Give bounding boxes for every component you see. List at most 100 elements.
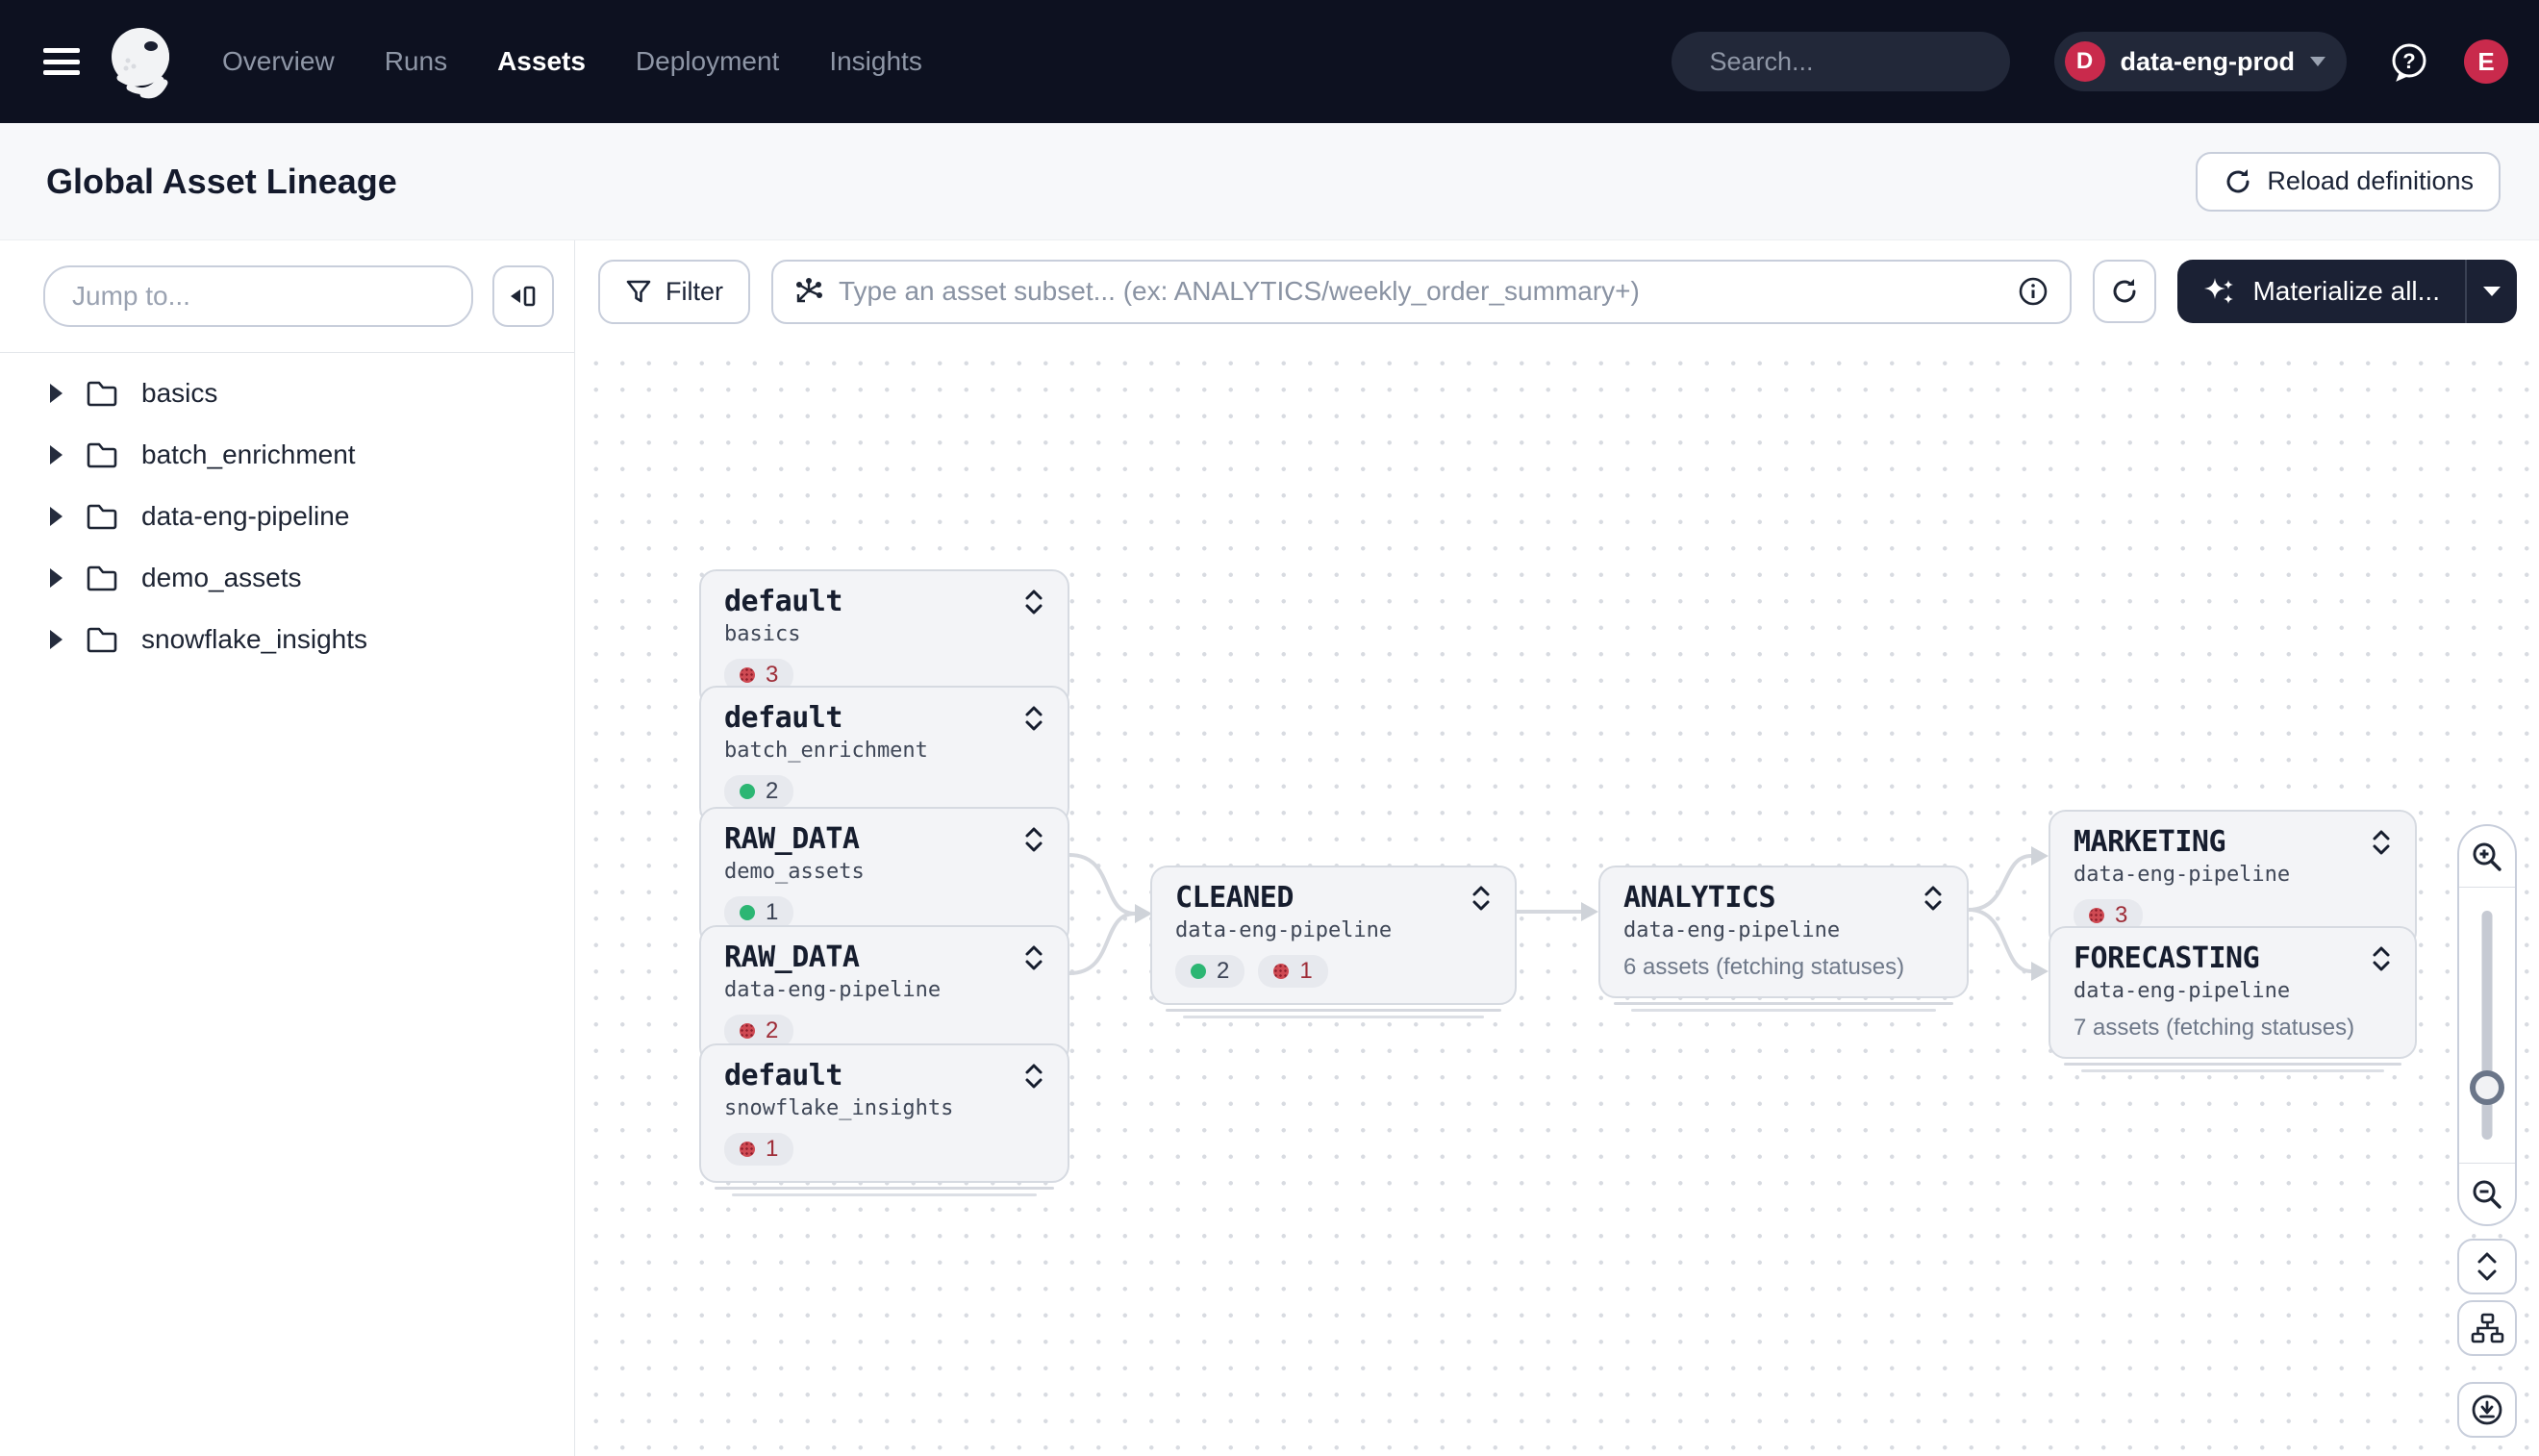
asset-group-node-cleaned[interactable]: CLEANED data-eng-pipeline 2 1 (1150, 866, 1517, 1018)
tree-item-demo_assets[interactable]: demo_assets (0, 547, 574, 609)
status-dot-materialized (740, 905, 755, 920)
asset-group-node-marketing[interactable]: MARKETING data-eng-pipeline 3 (2049, 810, 2417, 963)
unfold-icon[interactable] (2371, 944, 2392, 973)
zoom-in-button[interactable] (2459, 826, 2515, 888)
caret-right-icon[interactable] (50, 384, 63, 403)
badge-count: 3 (2115, 902, 2128, 928)
filter-icon (626, 280, 651, 303)
tree-item-snowflake_insights[interactable]: snowflake_insights (0, 609, 574, 670)
node-subtitle: data-eng-pipeline (2074, 863, 2291, 887)
unfold-icon[interactable] (1023, 825, 1044, 854)
nav-link-deployment[interactable]: Deployment (635, 46, 780, 76)
stack-line (2081, 1069, 2384, 1072)
zoom-slider-track[interactable] (2481, 911, 2493, 1140)
unfold-icon[interactable] (1023, 588, 1044, 616)
jump-to-input[interactable] (43, 265, 473, 327)
refresh-graph-button[interactable] (2093, 260, 2157, 323)
node-title: default (724, 585, 842, 618)
status-badge-row: 2 (724, 1015, 1044, 1047)
caret-right-icon[interactable] (50, 568, 63, 588)
node-subtitle: data-eng-pipeline (1175, 918, 1393, 942)
node-title: FORECASTING (2074, 941, 2260, 975)
info-icon[interactable] (2018, 276, 2049, 307)
user-avatar[interactable]: E (2464, 39, 2508, 84)
badge-count: 3 (766, 662, 779, 688)
search-input[interactable] (1709, 46, 2050, 77)
asset-subset-input[interactable] (839, 276, 2003, 307)
nav-link-overview[interactable]: Overview (222, 46, 335, 76)
edge-arrowhead (1135, 904, 1152, 923)
hamburger-menu-icon[interactable] (43, 48, 80, 75)
edge-path (1968, 908, 2032, 973)
zoom-out-button[interactable] (2459, 1163, 2515, 1224)
deployment-name: data-eng-prod (2120, 46, 2296, 76)
page-title: Global Asset Lineage (46, 161, 397, 201)
asset-subset-field (771, 259, 2073, 324)
nav-link-runs[interactable]: Runs (384, 46, 448, 76)
node-subtitle: demo_assets (724, 860, 865, 884)
edge-arrowhead (1581, 902, 1598, 921)
node-title: CLEANED (1175, 881, 1294, 915)
tree-item-basics[interactable]: basics (0, 363, 574, 424)
edge-arrowhead (2031, 846, 2049, 866)
nav-link-insights[interactable]: Insights (829, 46, 922, 76)
tree-item-data-eng-pipeline[interactable]: data-eng-pipeline (0, 486, 574, 547)
status-badge-failed: 1 (724, 1133, 794, 1166)
caret-right-icon[interactable] (50, 507, 63, 526)
status-dot-materialized (1191, 964, 1206, 979)
global-search[interactable]: / (1671, 32, 2071, 91)
op-selector-icon (796, 278, 822, 303)
node-title: ANALYTICS (1623, 881, 1776, 915)
status-badge-materialized: 1 (724, 896, 794, 929)
nav-link-assets[interactable]: Assets (497, 46, 586, 76)
unfold-icon[interactable] (1023, 943, 1044, 972)
status-badge-row: 1 (724, 896, 1044, 929)
status-badge-failed: 1 (1258, 955, 1328, 988)
folder-icon (87, 627, 117, 653)
download-image-button[interactable] (2457, 1382, 2517, 1438)
zoom-slider[interactable] (2459, 888, 2515, 1163)
node-title: MARKETING (2074, 825, 2226, 859)
unfold-icon[interactable] (1471, 884, 1492, 913)
lineage-main: Filter (575, 240, 2539, 1456)
tree-item-batch_enrichment[interactable]: batch_enrichment (0, 424, 574, 486)
node-title: default (724, 1059, 842, 1092)
unfold-icon[interactable] (2371, 828, 2392, 857)
unfold-icon[interactable] (1023, 704, 1044, 733)
stack-line (1166, 1009, 1501, 1012)
collapse-sidebar-button[interactable] (492, 265, 554, 327)
lineage-edges (1068, 846, 2049, 981)
stack-line (2064, 1063, 2401, 1066)
caret-right-icon[interactable] (50, 445, 63, 464)
node-subtitle: data-eng-pipeline (724, 978, 942, 1002)
dagster-logo-icon[interactable] (101, 20, 184, 103)
zoom-slider-thumb[interactable] (2470, 1070, 2504, 1105)
lineage-toolbar: Filter (575, 240, 2539, 342)
materialize-all-button[interactable]: Materialize all... (2177, 260, 2465, 323)
badge-count: 2 (1217, 958, 1230, 984)
edge-path (1068, 912, 1136, 975)
materialize-dropdown-button[interactable] (2467, 260, 2517, 323)
unfold-icon[interactable] (1023, 1062, 1044, 1091)
edge-path (1968, 854, 2032, 912)
edge-path (1068, 853, 1136, 916)
stack-line (715, 1187, 1054, 1190)
help-icon[interactable]: ? (2387, 39, 2431, 84)
expand-collapse-all-button[interactable] (2457, 1239, 2517, 1294)
layout-direction-button[interactable] (2457, 1300, 2517, 1356)
org-chart-icon (2471, 1313, 2504, 1343)
stack-line (732, 1193, 1037, 1196)
stack-line (1183, 1016, 1484, 1018)
unfold-icon[interactable] (1923, 884, 1944, 913)
caret-right-icon[interactable] (50, 630, 63, 649)
status-dot-failed (740, 1142, 755, 1157)
reload-definitions-button[interactable]: Reload definitions (2196, 151, 2501, 212)
deployment-switcher[interactable]: D data-eng-prod (2053, 32, 2347, 91)
deployment-badge: D (2064, 41, 2105, 82)
filter-button[interactable]: Filter (598, 259, 750, 324)
